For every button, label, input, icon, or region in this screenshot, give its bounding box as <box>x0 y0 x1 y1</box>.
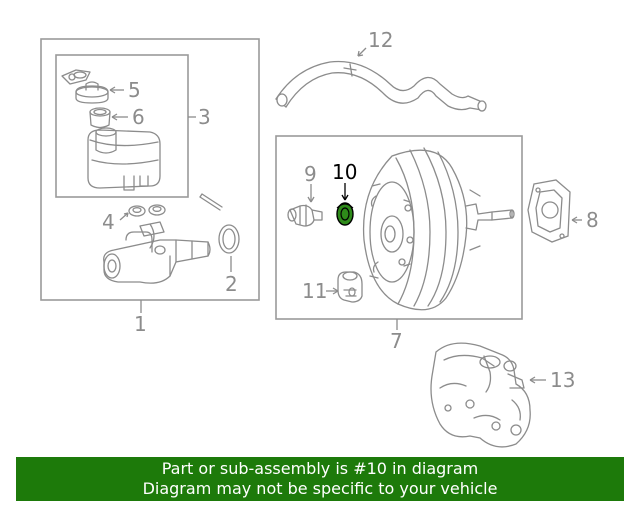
reservoir-strainer <box>89 107 111 129</box>
banner-line-2: Diagram may not be specific to your vehi… <box>142 479 498 498</box>
master-cylinder <box>103 221 211 284</box>
callout-9: 9 <box>304 162 317 186</box>
retaining-pin <box>199 193 223 211</box>
callout-2: 2 <box>225 272 238 296</box>
callout-11: 11 <box>302 279 327 303</box>
leader-lines <box>109 47 582 384</box>
callout-3: 3 <box>198 105 211 129</box>
vacuum-union <box>337 271 363 303</box>
master-cylinder-group-box <box>40 38 260 301</box>
check-valve <box>287 204 323 227</box>
reservoir-cap-plate <box>61 69 91 85</box>
vacuum-pump <box>430 342 531 448</box>
diagram-notice-banner: Part or sub-assembly is #10 in diagram D… <box>16 457 624 501</box>
reservoir-cap <box>75 81 109 104</box>
banner-line-1: Part or sub-assembly is #10 in diagram <box>161 459 479 478</box>
brake-fluid-reservoir <box>87 127 161 191</box>
callout-7: 7 <box>390 329 403 353</box>
callout-1: 1 <box>134 312 147 336</box>
booster-group-box <box>275 135 523 320</box>
o-ring-seal <box>218 224 240 254</box>
callout-8: 8 <box>586 208 599 232</box>
callout-12: 12 <box>368 28 393 52</box>
callout-4: 4 <box>102 210 115 234</box>
grommet-part-10 <box>336 202 354 226</box>
callout-5: 5 <box>128 78 141 102</box>
brake-booster <box>362 147 515 311</box>
callout-10: 10 <box>332 160 357 184</box>
callout-6: 6 <box>132 105 145 129</box>
vacuum-hose <box>275 60 487 112</box>
grommets <box>128 204 166 217</box>
callout-13: 13 <box>550 368 575 392</box>
booster-gasket <box>527 179 571 243</box>
reservoir-subgroup-box <box>55 54 189 198</box>
